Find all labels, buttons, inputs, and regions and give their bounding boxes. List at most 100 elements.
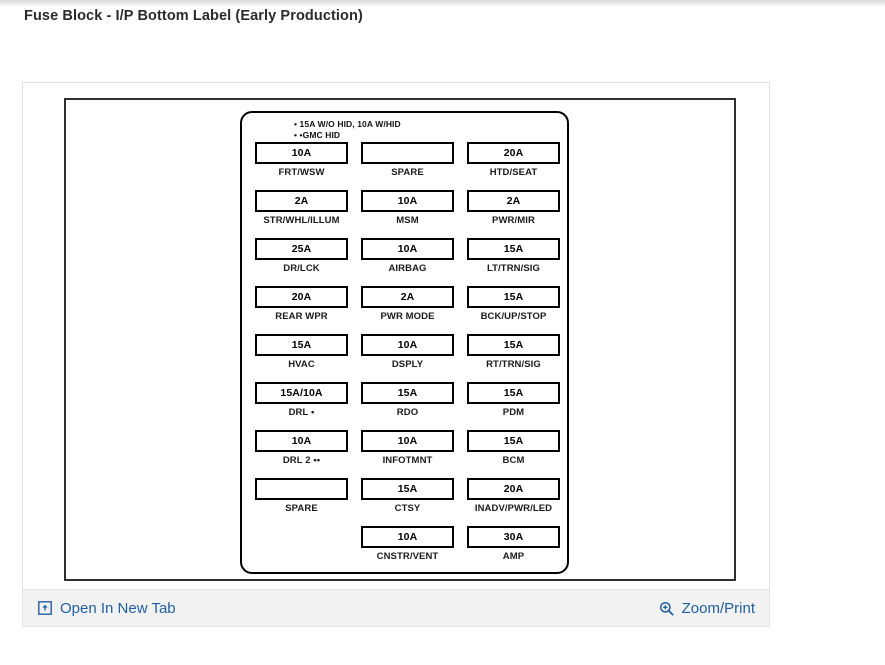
fuse-box — [361, 142, 454, 164]
fuse-cell: 10A MSM — [361, 190, 454, 238]
fuse-circuit-label: HTD/SEAT — [489, 167, 538, 178]
fuse-amperage: 20A — [503, 146, 524, 159]
fuse-cell: 10A INFOTMNT — [361, 430, 454, 478]
fuse-box: 25A — [255, 238, 348, 260]
fuse-cell: 15A BCK/UP/STOP — [467, 286, 560, 334]
fuse-box: 10A — [361, 526, 454, 548]
fuse-box: 2A — [467, 190, 560, 212]
fuse-box: 20A — [467, 142, 560, 164]
fuse-circuit-label: AMP — [502, 551, 525, 562]
legend-note-2: • •GMC HID — [294, 130, 341, 140]
fuse-amperage: 15A — [397, 386, 418, 399]
fuse-amperage: 15A — [503, 338, 524, 351]
fuse-amperage: 20A — [291, 290, 312, 303]
fuse-circuit-label: CNSTR/VENT — [376, 551, 439, 562]
fuse-circuit-label: INADV/PWR/LED — [474, 503, 553, 514]
fuse-box: 15A/10A — [255, 382, 348, 404]
fuse-circuit-label: LT/TRN/SIG — [486, 263, 541, 274]
open-in-new-tab-link[interactable]: Open In New Tab — [37, 600, 176, 616]
fuse-amperage: 10A — [397, 434, 418, 447]
fuse-box — [255, 478, 348, 500]
external-link-icon — [37, 600, 53, 616]
fuse-cell: 15A PDM — [467, 382, 560, 430]
fuse-box: 10A — [361, 334, 454, 356]
fuse-amperage: 20A — [503, 482, 524, 495]
fuse-box: 2A — [255, 190, 348, 212]
fuse-cell: SPARE — [361, 142, 454, 190]
fuse-box: 10A — [255, 430, 348, 452]
fuse-cell: 15A CTSY — [361, 478, 454, 526]
fuse-box: 15A — [361, 478, 454, 500]
fuse-cell: 2A PWR/MIR — [467, 190, 560, 238]
fuse-diagram-image[interactable]: • 15A W/O HID, 10A W/HID • •GMC HID 10A F… — [64, 98, 736, 581]
fuse-amperage: 10A — [397, 530, 418, 543]
image-viewer-panel: • 15A W/O HID, 10A W/HID • •GMC HID 10A F… — [22, 82, 770, 627]
fuse-amperage: 2A — [400, 290, 415, 303]
fuse-amperage: 2A — [506, 194, 521, 207]
fuse-circuit-label: SPARE — [285, 503, 318, 514]
fuse-amperage: 10A — [397, 194, 418, 207]
fuse-circuit-label: INFOTMNT — [382, 455, 433, 466]
fuse-cell: 10A CNSTR/VENT — [361, 526, 454, 574]
fuse-cell: 15A LT/TRN/SIG — [467, 238, 560, 286]
fuse-box: 20A — [255, 286, 348, 308]
fuse-amperage: 10A — [291, 434, 312, 447]
fuse-circuit-label: REAR WPR — [275, 311, 328, 322]
fuse-cell: 25A DR/LCK — [255, 238, 348, 286]
fuse-circuit-label: CTSY — [394, 503, 421, 514]
fuse-amperage: 10A — [397, 242, 418, 255]
fuse-amperage: 15A — [503, 386, 524, 399]
legend-note-1: • 15A W/O HID, 10A W/HID — [294, 119, 401, 129]
fuse-cell: 20A INADV/PWR/LED — [467, 478, 560, 526]
fuse-circuit-label: FRT/WSW — [278, 167, 325, 178]
viewer-footer-bar: Open In New Tab Zoom/Print — [23, 589, 769, 626]
fuse-circuit-label: SPARE — [391, 167, 424, 178]
fuse-box: 15A — [255, 334, 348, 356]
fuse-circuit-label: MSM — [396, 215, 419, 226]
top-gradient-strip — [0, 0, 885, 7]
fuse-amperage: 15A — [503, 434, 524, 447]
fuse-circuit-label: DRL • — [288, 407, 315, 418]
zoom-print-label: Zoom/Print — [681, 599, 755, 617]
fuse-circuit-label: DSPLY — [391, 359, 424, 370]
fuse-circuit-label: DR/LCK — [283, 263, 320, 274]
fuse-circuit-label: PWR/MIR — [492, 215, 535, 226]
fuse-box: 15A — [467, 430, 560, 452]
fuse-circuit-label: RT/TRN/SIG — [486, 359, 541, 370]
fuse-box: 15A — [467, 238, 560, 260]
zoom-print-link[interactable]: Zoom/Print — [659, 600, 755, 616]
fuse-amperage: 15A — [503, 290, 524, 303]
fuse-box: 15A — [361, 382, 454, 404]
fuse-amperage: 10A — [291, 146, 312, 159]
fuse-box: 10A — [361, 190, 454, 212]
fuse-box: 30A — [467, 526, 560, 548]
fuse-cell: SPARE — [255, 478, 348, 526]
fuse-cell: 10A DRL 2 •• — [255, 430, 348, 478]
fuse-cell: 20A HTD/SEAT — [467, 142, 560, 190]
fuse-circuit-label: PDM — [502, 407, 525, 418]
fuse-cell: 10A AIRBAG — [361, 238, 454, 286]
fuse-box: 2A — [361, 286, 454, 308]
fuse-circuit-label: DRL 2 •• — [282, 455, 321, 466]
fuse-cell — [255, 526, 348, 574]
fuse-circuit-label: PWR MODE — [380, 311, 435, 322]
fuse-box: 10A — [361, 238, 454, 260]
fuse-circuit-label: BCK/UP/STOP — [480, 311, 547, 322]
fuse-circuit-label: BCM — [502, 455, 525, 466]
fuse-circuit-label: RDO — [396, 407, 419, 418]
fuse-circuit-label: AIRBAG — [388, 263, 427, 274]
fuse-cell: 30A AMP — [467, 526, 560, 574]
fuse-box: 15A — [467, 382, 560, 404]
fuse-amperage: 25A — [291, 242, 312, 255]
magnifier-plus-icon — [659, 600, 675, 616]
fuse-cell: 15A RDO — [361, 382, 454, 430]
fuse-box: 15A — [467, 286, 560, 308]
fuse-box: 10A — [255, 142, 348, 164]
page-title: Fuse Block - I/P Bottom Label (Early Pro… — [24, 8, 363, 24]
legend-notes: • 15A W/O HID, 10A W/HID • •GMC HID — [294, 119, 534, 141]
open-in-new-tab-label: Open In New Tab — [60, 599, 176, 617]
fuse-amperage: 30A — [503, 530, 524, 543]
